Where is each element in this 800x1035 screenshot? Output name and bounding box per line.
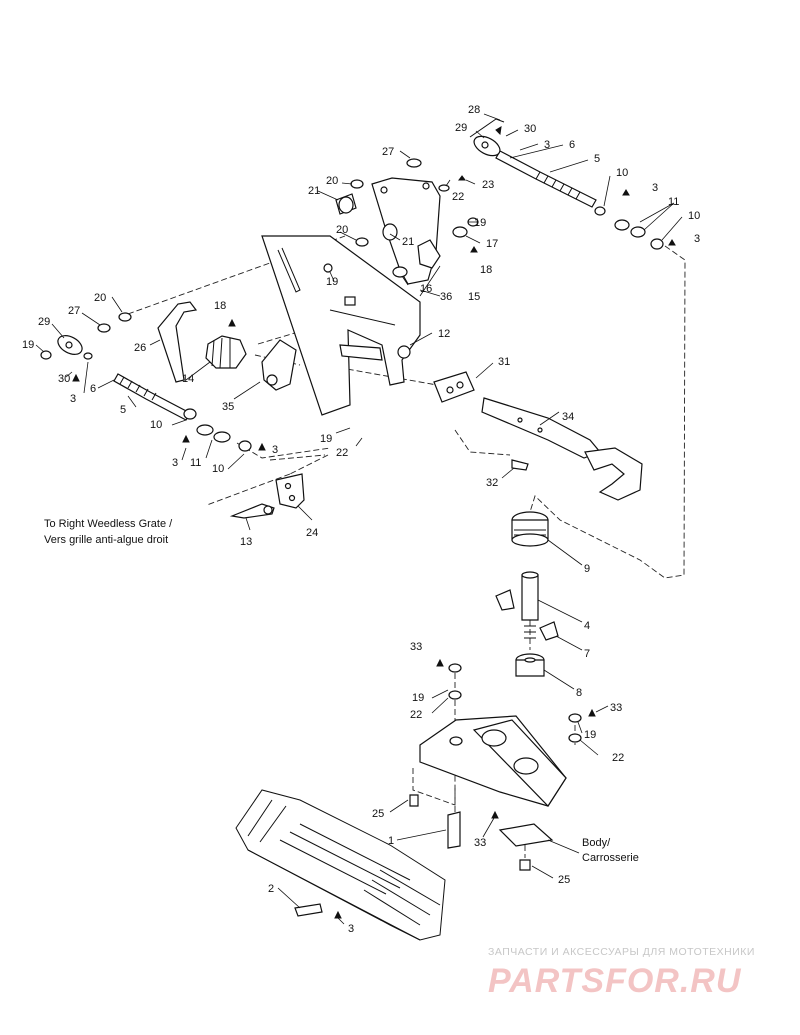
note-body-french: Carrosserie (582, 852, 639, 864)
callout-29: 29 (455, 122, 467, 134)
base-mount (294, 658, 596, 919)
callout-26: 26 (134, 342, 146, 354)
callout-30: 30 (58, 373, 70, 385)
main-plate (261, 235, 421, 416)
note-weedless-french: Vers grille anti-algue droit (44, 534, 168, 546)
callout-33: 33 (474, 837, 486, 849)
callout-8: 8 (576, 687, 582, 699)
callout-6: 6 (90, 383, 96, 395)
callout-5: 5 (120, 404, 126, 416)
callout-22: 22 (452, 191, 464, 203)
callout-3: 3 (70, 393, 76, 405)
callout-9: 9 (584, 563, 590, 575)
callout-19: 19 (320, 433, 332, 445)
callout-14: 14 (182, 373, 194, 385)
callout-35: 35 (222, 401, 234, 413)
callout-22: 22 (410, 709, 422, 721)
callout-19: 19 (474, 217, 486, 229)
callout-18: 18 (214, 300, 226, 312)
callout-27: 27 (382, 146, 394, 158)
watermark-tagline: ЗАПЧАСТИ И АКСЕССУАРЫ ДЛЯ МОТОТЕХНИКИ (488, 946, 755, 958)
upper-bracket (335, 158, 479, 285)
callout-20: 20 (94, 292, 106, 304)
callout-13: 13 (240, 536, 252, 548)
callout-28: 28 (468, 104, 480, 116)
callout-33: 33 (610, 702, 622, 714)
callout-3: 3 (544, 139, 550, 151)
callout-23: 23 (482, 179, 494, 191)
callout-19: 19 (412, 692, 424, 704)
left-cable (40, 312, 266, 452)
callout-20: 20 (336, 224, 348, 236)
callout-2: 2 (268, 883, 274, 895)
callout-10: 10 (150, 419, 162, 431)
callout-31: 31 (498, 356, 510, 368)
callout-3: 3 (652, 182, 658, 194)
callout-30: 30 (524, 123, 536, 135)
callout-29: 29 (38, 316, 50, 328)
callout-labels: 28 29 30 3 6 5 27 20 21 22 23 10 3 11 10… (22, 104, 700, 935)
callout-18: 18 (480, 264, 492, 276)
callout-22: 22 (336, 447, 348, 459)
callout-22: 22 (612, 752, 624, 764)
grate-frame (235, 789, 446, 941)
note-body-english: Body/ (582, 837, 611, 849)
grate-link (229, 473, 305, 519)
callout-24: 24 (306, 527, 318, 539)
callout-5: 5 (594, 153, 600, 165)
callout-27: 27 (68, 305, 80, 317)
callout-3: 3 (694, 233, 700, 245)
callout-20: 20 (326, 175, 338, 187)
callout-16: 16 (420, 283, 432, 295)
callout-4: 4 (584, 620, 590, 632)
callout-7: 7 (584, 648, 590, 660)
callout-10: 10 (616, 167, 628, 179)
pedal-rod (397, 345, 643, 501)
callout-15: 15 (468, 291, 480, 303)
callout-10: 10 (688, 210, 700, 222)
callout-1: 1 (388, 835, 394, 847)
callout-11: 11 (190, 457, 201, 469)
callout-21: 21 (402, 236, 414, 248)
callout-19: 19 (22, 339, 34, 351)
upper-cable (469, 118, 676, 250)
callout-34: 34 (562, 411, 574, 423)
watermark: ЗАПЧАСТИ И АКСЕССУАРЫ ДЛЯ МОТОТЕХНИКИ PA… (488, 946, 755, 1000)
callout-25: 25 (372, 808, 384, 820)
callout-19: 19 (584, 729, 596, 741)
callout-25: 25 (558, 874, 570, 886)
callout-32: 32 (486, 477, 498, 489)
callout-12: 12 (438, 328, 450, 340)
callout-11: 11 (668, 196, 679, 208)
callout-19: 19 (326, 276, 338, 288)
callout-3: 3 (348, 923, 354, 935)
callout-36: 36 (440, 291, 452, 303)
note-weedless-english: To Right Weedless Grate / (44, 518, 173, 530)
text-notes: To Right Weedless Grate / Vers grille an… (44, 518, 639, 864)
callout-21: 21 (308, 185, 320, 197)
callout-17: 17 (486, 238, 498, 250)
column-parts (495, 511, 559, 677)
left-components (157, 301, 297, 391)
watermark-brand: PARTSFOR.RU (488, 962, 742, 1000)
callout-33: 33 (410, 641, 422, 653)
callout-6: 6 (569, 139, 575, 151)
leader-lines (35, 113, 683, 925)
callout-3: 3 (172, 457, 178, 469)
callout-3: 3 (272, 444, 278, 456)
callout-10: 10 (212, 463, 224, 475)
